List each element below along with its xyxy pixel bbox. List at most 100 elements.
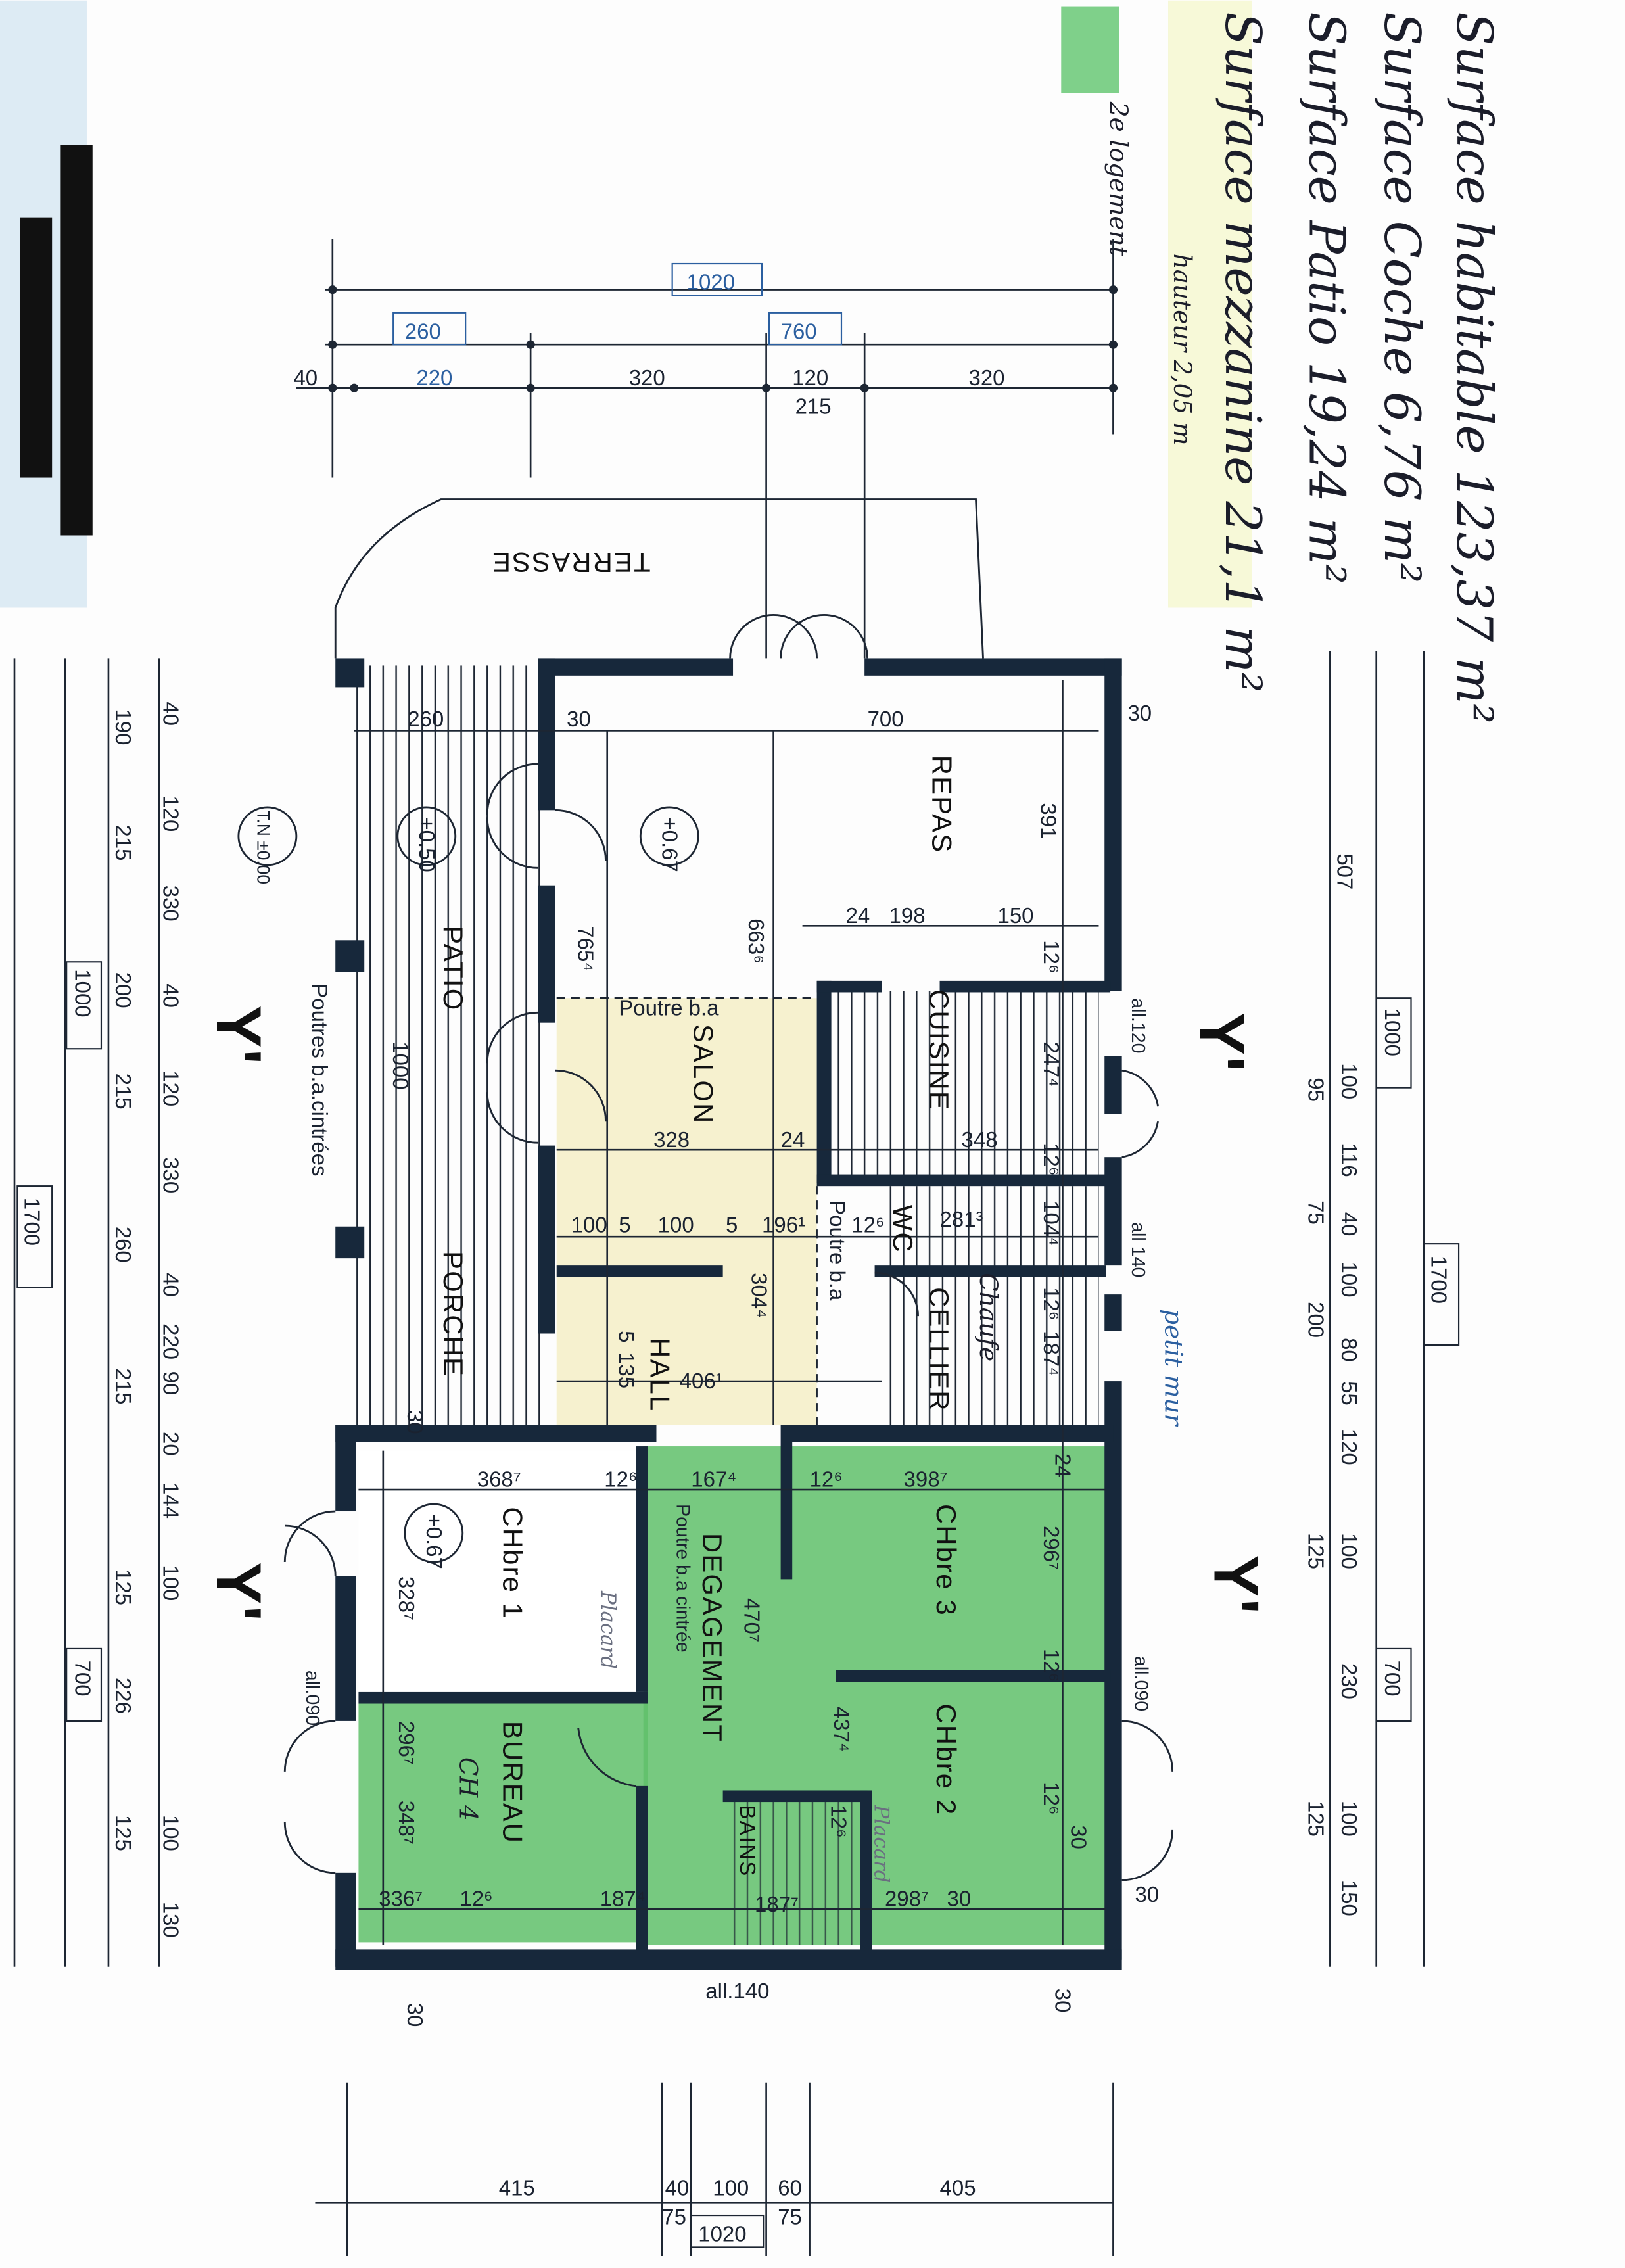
green-fill-bureau (358, 1703, 648, 1943)
dim-label: 700 (1380, 1661, 1405, 1697)
dim-label: 226 (111, 1678, 135, 1714)
room-label-wc: WC (887, 1205, 918, 1254)
right-dimensions: 1700 1000 700 (1329, 651, 1460, 1967)
dim-label: 30 (1050, 1989, 1075, 2013)
dim-label: 40 (293, 366, 318, 390)
dim-label: 330 (159, 1157, 183, 1193)
dim-label: 120 (792, 366, 828, 390)
dim-label: 100 (159, 1815, 183, 1851)
dim-label: 55 (1337, 1381, 1361, 1406)
dim-label: 60 (778, 2175, 802, 2200)
dim-label: 125 (111, 1569, 135, 1605)
annotation-poutres-cintrees: Poutres b.a.cintrées (308, 983, 332, 1176)
room-label-hall: HALL (645, 1338, 676, 1412)
dim-label: 100 (658, 1213, 694, 1237)
dim-label: 75 (662, 2204, 686, 2229)
room-label-cellier: CELLIER (924, 1287, 954, 1412)
dim-label: 30 (403, 1410, 427, 1434)
dim-label: 125 (1304, 1533, 1328, 1569)
room-label-bureau: BUREAU (497, 1721, 528, 1844)
dim-label: 12⁶ (827, 1805, 851, 1837)
dim-label: 40 (159, 1273, 183, 1297)
note-hauteur: hauteur 2,05 m (1168, 254, 1197, 446)
cellier-note: Chaufe (974, 1273, 1003, 1361)
room-label-porche: PORCHE (438, 1251, 469, 1377)
dim-label: 215 (111, 824, 135, 861)
dim-label: 260 (408, 707, 444, 731)
dim-label: 437⁴ (830, 1707, 854, 1752)
dim-label: 507 (1332, 853, 1357, 889)
dim-label: 12⁶ (1039, 940, 1064, 973)
bureau-note: CH 4 (454, 1757, 483, 1821)
room-label-chbre2: CHbre 2 (931, 1704, 962, 1816)
dim-label: 765⁴ (574, 926, 598, 971)
dim-label: 24 (1050, 1453, 1075, 1478)
dim-label: 296⁷ (1039, 1526, 1064, 1570)
section-marker-right-bottom: Y' (1200, 1555, 1272, 1615)
dim-label: 348⁷ (394, 1801, 419, 1845)
annotation-poutre: Poutre b.a (619, 996, 719, 1020)
dim-label: 336⁷ (379, 1886, 423, 1910)
dim-label: 150 (998, 903, 1034, 928)
dim-label: 330 (159, 886, 183, 922)
dim-label: 1700 (20, 1198, 44, 1246)
dim-label: 144 (159, 1482, 183, 1519)
dim-label: 116 (1337, 1143, 1361, 1177)
dim-label: 260 (405, 319, 441, 343)
dim-label: 40 (159, 701, 183, 726)
dim-label: 1000 (70, 969, 95, 1017)
dim-label: 30 (403, 2003, 427, 2027)
level-chbre1: +0.67 (422, 1514, 446, 1569)
dim-label: 12⁶ (851, 1213, 884, 1237)
dim-label: 406¹ (680, 1369, 723, 1393)
dim-label: 1000 (1380, 1008, 1405, 1056)
cuisine-hatch (824, 991, 1099, 1179)
dim-label: 328 (653, 1127, 690, 1152)
left-dimensions: 1700 1000 700 (13, 658, 160, 1967)
dim-label: 200 (1304, 1302, 1328, 1338)
dim-label: 75 (1304, 1200, 1328, 1225)
dim-label: 247⁴ (1039, 1041, 1064, 1087)
dim-label: 190 (111, 709, 135, 745)
dim-label: 220 (416, 366, 452, 390)
dim-label: 30 (1067, 1825, 1091, 1849)
room-label-patio: PATIO (438, 926, 469, 1011)
dim-label: 20 (159, 1432, 183, 1456)
dim-label: 30 (567, 707, 591, 731)
bottom-dimensions: 415 40 100 60 405 75 75 1020 (315, 2082, 1114, 2256)
note-surface-habitable: Surface habitable 123,37 m² (1446, 12, 1503, 723)
dim-label: 75 (778, 2204, 802, 2229)
dim-label: 320 (969, 366, 1005, 390)
dim-label: 12⁶ (459, 1886, 492, 1910)
interior-dimension-lines (354, 680, 1106, 1945)
dim-label: 100 (1337, 1063, 1361, 1099)
dim-label: 120 (159, 1070, 183, 1106)
annotation-all-090-left: all.090 (302, 1670, 323, 1726)
level-repas: +0.67 (657, 817, 682, 872)
dim-label: 12⁶ (1039, 1287, 1064, 1320)
dim-label: 398⁷ (904, 1467, 948, 1492)
annotation-all-120: all.120 (1127, 998, 1148, 1053)
section-marker-right-top: Y' (1186, 1012, 1258, 1073)
room-label-chbre3: CHbre 3 (931, 1504, 962, 1617)
room-label-salon: SALON (688, 1024, 719, 1125)
dim-label: 30 (1127, 701, 1152, 725)
dim-label: 100 (571, 1213, 607, 1237)
dim-label: 167⁴ (691, 1467, 736, 1492)
dim-label: 12⁶ (1039, 1143, 1064, 1175)
room-label-repas: REPAS (927, 755, 958, 854)
dim-label: 391 (1036, 803, 1060, 839)
patio-porche-hatch (346, 665, 542, 1425)
dim-label: 100 (159, 1565, 183, 1601)
dim-label: 125 (111, 1815, 135, 1851)
dim-label: 40 (159, 983, 183, 1008)
annotation-petit-mur: petit mur (1160, 1309, 1189, 1427)
dim-label: 405 (940, 2175, 976, 2200)
dim-label: 100 (1337, 1262, 1361, 1298)
section-marker-left-top: Y' (203, 1005, 275, 1066)
dim-label: 104⁴ (1039, 1200, 1064, 1246)
terrasse: TERRASSE (334, 498, 984, 659)
